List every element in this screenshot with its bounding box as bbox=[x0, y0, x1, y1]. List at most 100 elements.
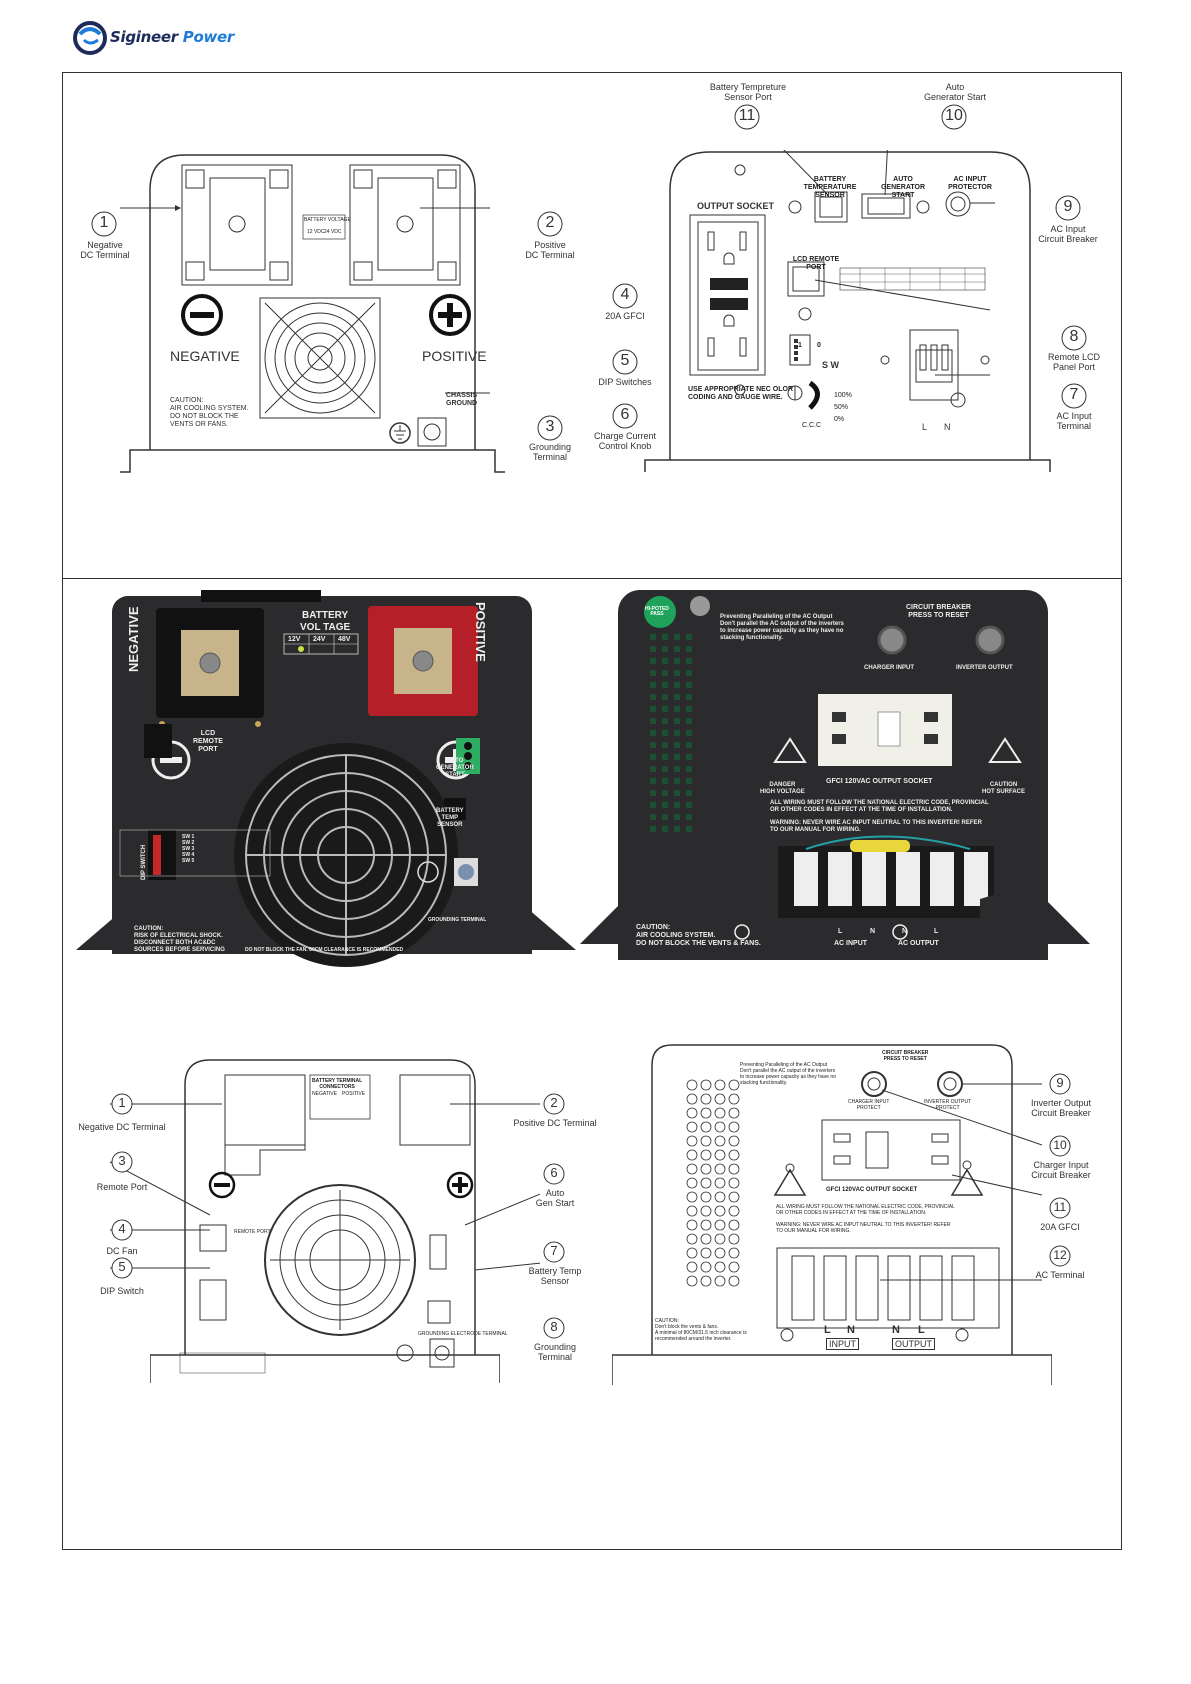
content-frame bbox=[62, 72, 1122, 1550]
callout2-label-4: DC Fan bbox=[106, 1246, 138, 1256]
photo-term-n2: N bbox=[902, 928, 908, 935]
callout-num-10: 10 bbox=[945, 107, 963, 124]
callout-circle-6 bbox=[612, 403, 638, 429]
photo-fan-note: DO NOT BLOCK THE FAN. 80CM CLEARANCE IS … bbox=[245, 947, 404, 953]
negative-label: NEGATIVE bbox=[170, 348, 240, 364]
callout2-circle-2 bbox=[543, 1093, 565, 1115]
callout-circle-4 bbox=[612, 283, 638, 309]
terminal-l-label: L bbox=[922, 422, 928, 432]
callout-circle-9 bbox=[1055, 195, 1081, 221]
photo-positive-label: POSITIVE bbox=[473, 602, 488, 662]
photo-ac-input: AC INPUT bbox=[834, 940, 868, 947]
callout3-circle-12 bbox=[1049, 1245, 1071, 1267]
callout-num-4: 4 bbox=[620, 286, 630, 303]
callout3-circle-10 bbox=[1049, 1135, 1071, 1157]
section-divider bbox=[63, 578, 1121, 579]
dc-panel-drawing bbox=[120, 154, 505, 473]
callout-circle-5 bbox=[612, 349, 638, 375]
callout3-label-11: 20A GFCI bbox=[1040, 1222, 1080, 1232]
callout-label-5: DIP Switches bbox=[598, 377, 652, 387]
photo-ac-output: AC OUTPUT bbox=[898, 940, 939, 947]
photo-inverter-output: INVERTER OUTPUT bbox=[956, 665, 1013, 671]
callout2-circle-6 bbox=[543, 1163, 565, 1185]
ac2-output-label: OUTPUT bbox=[892, 1338, 935, 1350]
callout-num-5: 5 bbox=[620, 352, 630, 369]
callout-label-4: 20A GFCI bbox=[605, 311, 645, 321]
volt-48: 48V bbox=[338, 636, 351, 643]
photo-ac-caution: CAUTION:AIR COOLING SYSTEM.DO NOT BLOCK … bbox=[636, 924, 761, 947]
battery-voltage-24: 24 VDC bbox=[324, 229, 342, 235]
remote-port-small: REMOTE PORT bbox=[234, 1229, 271, 1235]
output-socket-label: OUTPUT SOCKET bbox=[697, 201, 775, 211]
photo-negative-label: NEGATIVE bbox=[126, 607, 200, 673]
photo-caution: CAUTION:RISK OF ELECTRICAL SHOCK.DISCONN… bbox=[134, 926, 225, 953]
pct-50-label: 50% bbox=[834, 404, 849, 411]
dc-panel-drawing-2 bbox=[150, 1059, 500, 1383]
positive-label: POSITIVE bbox=[422, 348, 487, 364]
ac2-input-label: INPUT bbox=[826, 1338, 859, 1350]
pct-100-label: 100% bbox=[834, 392, 852, 399]
callout2-label-1: Negative DC Terminal bbox=[78, 1122, 166, 1132]
dip-sw-label: S W bbox=[822, 360, 839, 370]
callout2-num-8: 8 bbox=[550, 1319, 558, 1334]
dip-1-label: 1 bbox=[798, 342, 802, 349]
battery-voltage-12: 12 VDC bbox=[307, 229, 325, 235]
callout3-num-11: 11 bbox=[1053, 1200, 1067, 1214]
callout-circle-1 bbox=[91, 211, 117, 237]
sigineer-logo-icon bbox=[73, 21, 107, 55]
callout2-label-3: Remote Port bbox=[96, 1182, 148, 1192]
terminal-n-label: N bbox=[944, 422, 951, 432]
photo-dip-switch: DIP SWITCH bbox=[141, 844, 147, 880]
volt-12: 12V bbox=[288, 636, 301, 643]
callout2-num-2: 2 bbox=[550, 1095, 558, 1110]
callout2-circle-7 bbox=[543, 1241, 565, 1263]
callout-num-11: 11 bbox=[738, 107, 756, 124]
pct-0-label: 0% bbox=[834, 416, 845, 423]
callout2-num-3: 3 bbox=[118, 1153, 126, 1168]
photo-warning: WARNING: NEVER WIRE AC INPUT NEUTRAL TO … bbox=[770, 820, 982, 833]
photo-gfci: GFCI 120VAC OUTPUT SOCKET bbox=[826, 778, 933, 785]
callout-num-7: 7 bbox=[1069, 386, 1079, 403]
dc2-callout-arrows bbox=[109, 1103, 540, 1271]
grounding-electrode: GROUNDING ELECTRODE TERMINAL bbox=[418, 1331, 508, 1337]
callout2-label-2: Positive DC Terminal bbox=[513, 1118, 597, 1128]
ac2-term-l2: L bbox=[918, 1324, 925, 1336]
ac-photo-details bbox=[580, 596, 1090, 944]
ac2-term-n2: N bbox=[892, 1324, 900, 1336]
ac-panel-drawing-2 bbox=[612, 1044, 1052, 1385]
callout2-label-5: DIP Switch bbox=[100, 1286, 144, 1296]
callout2-num-4: 4 bbox=[118, 1221, 126, 1236]
callout3-num-9: 9 bbox=[1056, 1075, 1064, 1090]
dip-0-label: 0 bbox=[817, 342, 821, 349]
brand-logo: Sigineer Power bbox=[72, 20, 234, 60]
callout2-circle-8 bbox=[543, 1317, 565, 1339]
caution-text: CAUTION:AIR COOLING SYSTEM.DO NOT BLOCK … bbox=[170, 397, 249, 428]
callout-circle-8 bbox=[1061, 325, 1087, 351]
callout-num-6: 6 bbox=[620, 406, 630, 423]
